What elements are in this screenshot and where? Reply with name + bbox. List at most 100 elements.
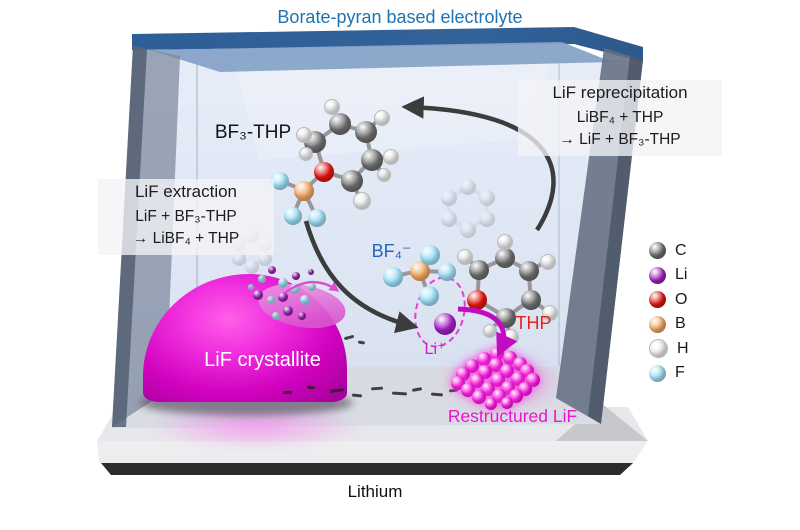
bf4-anion-label: BF₄⁻ [371,241,412,261]
lif-reprecipitation-heading: LiF reprecipitation [552,83,688,102]
atom-F [308,209,326,227]
atom-H [497,234,513,250]
atom-C [521,290,541,310]
atom-H [374,110,390,126]
bond [530,298,550,314]
particle-Li [292,272,300,280]
legend-item-h: H [649,339,689,358]
atom-G [441,211,457,227]
bond [527,270,533,300]
legend-label-o: O [675,290,688,308]
lif-extraction-equation-line2: → LiBF₄ + THP [132,230,240,247]
precipitate-mark [343,334,355,340]
atom-C [469,260,489,280]
bond [313,122,342,144]
bond [371,154,391,162]
atom-H [299,147,313,161]
precipitate-mark [430,392,444,397]
atom-G [245,260,259,274]
bond [467,217,488,232]
bond [364,115,383,133]
atom-H [324,99,340,115]
atom-C [361,149,383,171]
legend-label-c: C [675,241,687,259]
thp-label: THP [515,313,552,333]
lif-extraction-equation-line1: LiF + BF₃-THP [135,208,237,225]
bond [302,170,326,193]
atom-O [314,162,334,182]
bond [467,185,488,200]
precipitate-mark [370,386,384,390]
bond [448,185,469,200]
bond [291,190,306,217]
legend-label-li: Li [675,266,688,283]
lif-reprecipitation-callout: LiF reprecipitation LiBF₄ + THP → LiF + … [518,80,722,156]
restructured-lif-label: Restructured LiF [447,406,578,426]
bond [251,257,266,269]
atom-C [329,113,351,135]
legend-label-f: F [675,364,685,381]
restructured-lif-glow [443,350,561,412]
legend-item-li: Li [649,266,689,284]
particle-Li [268,266,276,274]
atom-C [519,261,539,281]
legend-item-o: O [649,291,689,308]
atom-B [410,261,430,281]
particle-Li [308,269,314,275]
atom-F [383,267,403,287]
atom-H [483,324,497,338]
fluorine-sphere-icon [649,364,666,382]
bond [528,259,548,273]
bf3-thp-label: BF₃-THP [214,122,292,143]
bond [392,269,421,279]
figure-title: Borate-pyran based electrolyte [277,7,523,27]
atom-C [341,170,363,192]
lif-reprecipitation-equation-line2: → LiF + BF₃-THP [559,131,681,148]
bond [279,179,305,193]
lif-crystallite-label: LiF crystallite [204,349,321,371]
bond [447,197,451,219]
atom-H [383,149,399,165]
bond [302,132,316,144]
precipitate-mark [391,391,408,396]
legend-item-b: B [649,315,689,333]
bond [364,131,374,161]
atom-H [353,192,371,210]
precipitate-mark [411,387,423,392]
bond [418,253,432,272]
atom-H [457,249,473,265]
bond [329,104,342,125]
atom-C [495,248,515,268]
bond [419,269,448,274]
legend-label-b: B [675,315,686,332]
bond [350,158,374,182]
lithium-sphere-icon [649,266,666,284]
li-ion-label: Li⁺ [424,341,446,358]
atom-G [441,190,457,206]
lif-extraction-callout: LiF extraction LiF + BF₃-THP → LiBF₄ + T… [98,179,274,255]
atom-B [294,181,314,201]
bond [350,180,363,201]
bond [448,217,469,232]
bond [313,141,326,173]
carbon-sphere-icon [649,242,666,259]
precipitate-mark [357,340,366,345]
atom-O [467,290,487,310]
bond [370,158,385,175]
boron-sphere-icon [649,315,666,333]
lif-extraction-heading: LiF extraction [134,182,238,201]
lif-reprecipitation-equation-line1: LiBF₄ + THP [576,109,664,126]
legend-item-c: C [649,242,689,259]
bond [302,189,319,219]
precipitate-mark [351,393,363,398]
bond [323,170,353,183]
legend-item-f: F [649,364,689,382]
lithium-substrate-label: Lithium [347,482,403,501]
bond [462,254,481,272]
hydrogen-sphere-icon [649,339,668,358]
bond [485,197,489,219]
bond [238,257,253,269]
bond [488,316,508,332]
atom-G [460,179,476,195]
